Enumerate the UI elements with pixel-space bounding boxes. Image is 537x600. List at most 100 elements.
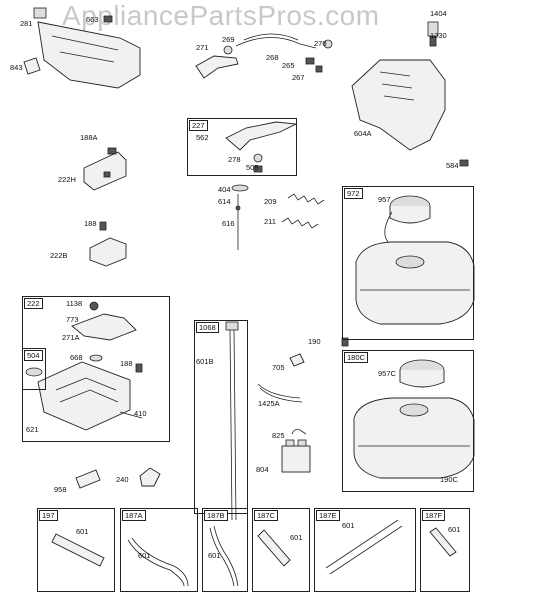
hose-187E-drawing	[325, 519, 403, 575]
group-box-197	[37, 508, 115, 592]
linkage-271-drawing	[195, 33, 333, 79]
part-label-601-187E: 601	[342, 521, 355, 530]
part-label-188-second: 188	[120, 359, 133, 368]
screw-663-drawing	[103, 15, 113, 23]
hose-1425A-drawing	[257, 383, 303, 403]
part-label-1404: 1404	[430, 9, 447, 18]
part-label-1425A: 1425A	[258, 399, 280, 408]
part-label-1230: 1230	[430, 31, 447, 40]
governor-arm-227-drawing	[225, 121, 298, 173]
group-label-972: 972	[344, 188, 363, 199]
group-label-187F: 187F	[422, 510, 446, 521]
part-label-209: 209	[264, 197, 277, 206]
group-label-187A: 187A	[122, 510, 146, 521]
part-label-240: 240	[116, 475, 129, 484]
group-box-972	[342, 186, 474, 340]
part-label-271: 271	[196, 43, 209, 52]
part-label-825: 825	[272, 431, 285, 440]
hose-197-drawing	[51, 533, 105, 567]
hose-187F-drawing	[429, 527, 457, 557]
part-label-270: 270	[314, 39, 327, 48]
part-label-601-187A: 601	[138, 551, 151, 560]
hose-187C-drawing	[257, 529, 291, 567]
part-label-269: 269	[222, 35, 235, 44]
group-label-227: 227	[189, 120, 208, 131]
watermark: AppliancePartsPros.com	[62, 0, 380, 31]
part-label-410: 410	[134, 409, 147, 418]
part-label-222H: 222H	[58, 175, 76, 184]
group-box-1068	[194, 320, 248, 514]
group-box-180C	[342, 350, 474, 492]
spring-209-drawing	[287, 193, 325, 205]
group-label-222: 222	[24, 298, 43, 309]
part-label-604A: 604A	[354, 129, 372, 138]
part-label-505: 505	[246, 163, 259, 172]
fuel-tank-972-drawing	[355, 195, 475, 325]
spring-211-drawing	[281, 217, 319, 229]
solenoid-804-drawing	[281, 439, 311, 473]
part-label-616: 616	[222, 219, 235, 228]
group-box-504	[22, 348, 46, 390]
bracket-281-drawing	[33, 7, 141, 89]
part-label-188A: 188A	[80, 133, 98, 142]
part-label-265: 265	[282, 61, 295, 70]
screw-190-drawing	[341, 337, 349, 347]
part-label-222B: 222B	[50, 251, 68, 260]
part-label-404: 404	[218, 185, 231, 194]
group-label-197: 197	[39, 510, 58, 521]
group-label-180C: 180C	[344, 352, 368, 363]
part-label-601-187C: 601	[290, 533, 303, 542]
part-label-601-187F: 601	[448, 525, 461, 534]
group-label-187C: 187C	[254, 510, 278, 521]
group-box-187A	[120, 508, 198, 592]
part-label-278: 278	[228, 155, 241, 164]
sensor-1404-drawing	[427, 21, 439, 47]
shroud-604A-drawing	[351, 59, 469, 167]
part-label-584: 584	[446, 161, 459, 170]
part-label-190: 190	[308, 337, 321, 346]
group-label-504: 504	[24, 350, 43, 361]
part-label-614: 614	[218, 197, 231, 206]
plate-843-drawing	[23, 57, 41, 75]
part-label-268: 268	[266, 53, 279, 62]
group-box-227	[187, 118, 297, 176]
part-label-957C: 957C	[378, 369, 396, 378]
part-label-621: 621	[26, 425, 39, 434]
group-box-187E	[314, 508, 416, 592]
part-label-843: 843	[10, 63, 23, 72]
part-label-271A: 271A	[62, 333, 80, 342]
group-box-187C	[252, 508, 310, 592]
group-label-187B: 187B	[204, 510, 228, 521]
part-label-211: 211	[264, 217, 276, 226]
elbow-825-drawing	[291, 429, 307, 435]
part-label-663: 663	[86, 15, 99, 24]
part-240-drawing	[139, 467, 161, 487]
part-label-958: 958	[54, 485, 67, 494]
part-label-1138: 1138	[66, 299, 83, 308]
bracket-222B-drawing	[89, 237, 127, 267]
screw-188-drawing	[99, 221, 107, 231]
part-label-188: 188	[84, 219, 97, 228]
hose-187A-drawing	[127, 537, 189, 587]
clip-705-drawing	[289, 353, 305, 367]
group-label-1068: 1068	[196, 322, 219, 333]
group-label-187E: 187E	[316, 510, 340, 521]
fuel-tank-180C-drawing	[353, 359, 475, 479]
part-label-705: 705	[272, 363, 285, 372]
control-bracket-222-drawing	[25, 301, 143, 431]
part-label-601-187B: 601	[208, 551, 221, 560]
part-label-281: 281	[20, 19, 33, 28]
hose-187B-drawing	[209, 525, 239, 587]
part-label-804: 804	[256, 465, 269, 474]
clip-222H-drawing	[83, 147, 127, 191]
governor-shaft-616-drawing	[231, 184, 249, 250]
part-958-drawing	[75, 469, 101, 489]
group-box-187B	[202, 508, 248, 592]
part-label-601-197: 601	[76, 527, 89, 536]
part-label-190C: 190C	[440, 475, 458, 484]
group-box-187F	[420, 508, 470, 592]
dipstick-601B-drawing	[225, 321, 239, 521]
part-label-668: 668	[70, 353, 83, 362]
